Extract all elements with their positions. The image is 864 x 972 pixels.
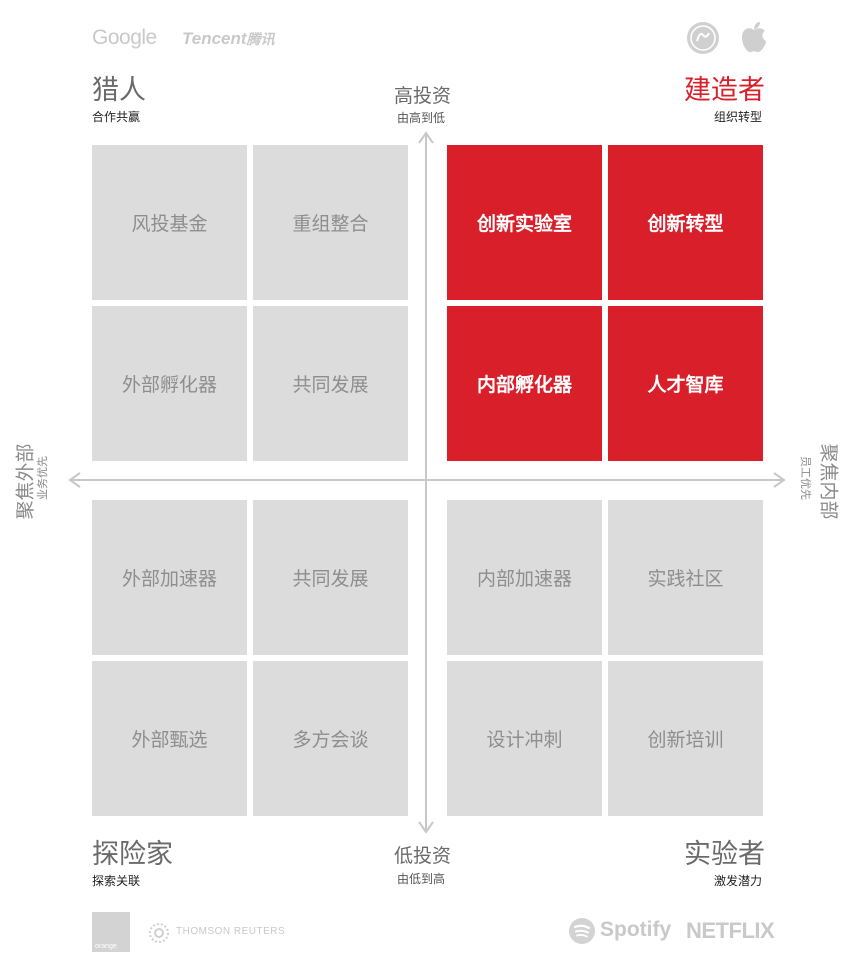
google-logo: Google [92,26,157,49]
thomson-reuters-logo-text: THOMSON REUTERS [176,926,286,937]
quadrant-title-experimenter: 实验者 [684,839,765,870]
horizontal-axis-line [70,479,782,481]
tile-co-development-top: 共同发展 [253,306,408,461]
orange-logo-text: orange [95,943,117,950]
tile-talent-think-tank: 人才智库 [608,306,763,461]
axis-top-subtitle: 由高到低 [397,111,446,125]
axis-left-subtitle: 业务优先 [36,456,49,500]
quadrant-subtitle-builder: 组织转型 [714,110,763,124]
tile-venture-fund: 风投基金 [92,145,247,300]
axis-right-subtitle: 员工优先 [799,456,812,500]
quadrant-subtitle-hunter: 合作共赢 [92,110,141,124]
tile-multi-party-talks: 多方会谈 [253,661,408,816]
tile-external-incubator: 外部孵化器 [92,306,247,461]
tencent-logo-text: Tencent [182,29,247,48]
spotify-logo-icon [568,917,596,945]
tile-innovation-transformation: 创新转型 [608,145,763,300]
tile-innovation-training: 创新培训 [608,661,763,816]
quadrant-title-builder: 建造者 [684,75,765,106]
quadrant-subtitle-experimenter: 激发潜力 [714,874,763,888]
tile-community-of-practice: 实践社区 [608,500,763,655]
netflix-logo: NETFLIX [686,918,775,943]
spotify-logo-text: Spotify [600,918,672,941]
tile-co-development-bottom: 共同发展 [253,500,408,655]
axis-right-title: 聚焦内部 [817,443,840,520]
tile-internal-incubator: 内部孵化器 [447,306,602,461]
tencent-logo-cn: 腾讯 [246,31,275,47]
axis-left-label: 聚焦外部 业务优先 [14,410,64,550]
tile-internal-accelerator: 内部加速器 [447,500,602,655]
tile-innovation-lab: 创新实验室 [447,145,602,300]
orange-logo-icon: orange [92,912,130,952]
thomson-reuters-logo-icon [148,922,170,944]
tile-external-selection: 外部甄选 [92,661,247,816]
vertical-axis-line [425,135,427,830]
quadrant-title-explorer: 探险家 [92,839,173,870]
axis-right-label: 聚焦内部 员工优先 [796,410,856,550]
tencent-logo: Tencent腾讯 [182,29,275,49]
tile-external-accelerator: 外部加速器 [92,500,247,655]
quadrant-subtitle-explorer: 探索关联 [92,874,141,888]
axis-bottom-subtitle: 由低到高 [397,872,446,886]
ge-logo-icon [686,21,720,55]
quadrant-title-hunter: 猎人 [92,75,146,106]
tile-restructuring: 重组整合 [253,145,408,300]
apple-logo-icon [740,20,768,54]
axis-top-title: 高投资 [394,85,452,107]
axis-bottom-title: 低投资 [394,845,452,867]
tile-design-sprint: 设计冲刺 [447,661,602,816]
